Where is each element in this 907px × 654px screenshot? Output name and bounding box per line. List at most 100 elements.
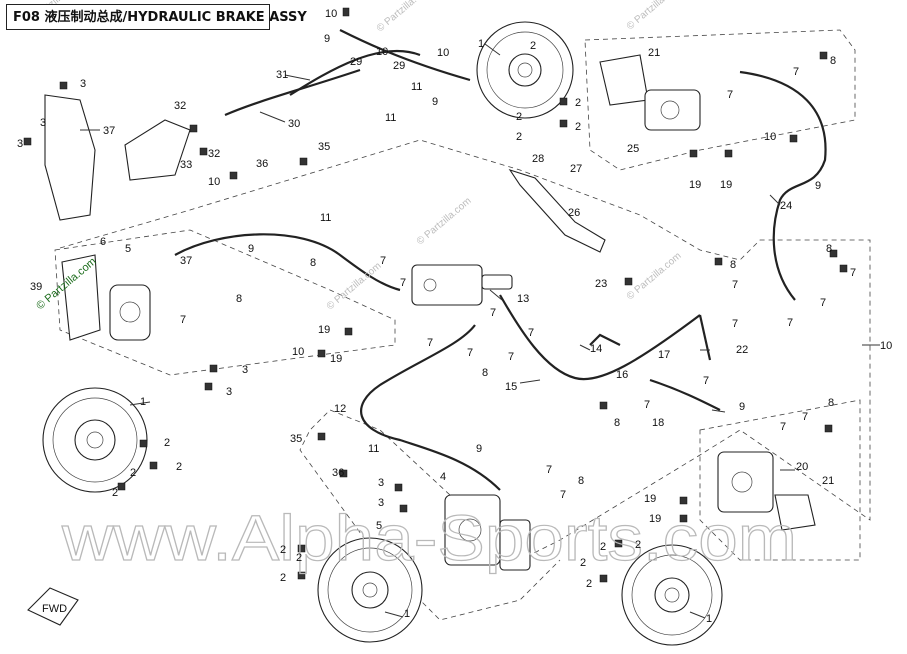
- front-assembly-boundary: [59, 139, 871, 621]
- callout-1: 1: [140, 396, 146, 408]
- callout-7: 7: [644, 399, 650, 411]
- callout-24: 24: [780, 200, 792, 212]
- callout-18: 18: [652, 417, 664, 429]
- callout-3: 3: [242, 364, 248, 376]
- callout-19: 19: [330, 353, 342, 365]
- callout-7: 7: [546, 464, 552, 476]
- partzilla-watermark-3: © Partzilla.com: [625, 0, 684, 32]
- callout-10: 10: [376, 46, 388, 58]
- brake-disc-bottom-left: [317, 537, 423, 643]
- callout-7: 7: [732, 318, 738, 330]
- callout-7: 7: [490, 307, 496, 319]
- callout-8: 8: [830, 55, 836, 67]
- callout-2: 2: [516, 111, 522, 123]
- partzilla-watermark-5: © Partzilla.com: [325, 261, 384, 313]
- callout-2: 2: [296, 552, 302, 564]
- master-cylinder: [411, 264, 513, 306]
- callout-2: 2: [530, 40, 536, 52]
- callout-10: 10: [208, 176, 220, 188]
- callout-7: 7: [467, 347, 473, 359]
- callout-19: 19: [689, 179, 701, 191]
- callout-8: 8: [828, 397, 834, 409]
- callout-5: 5: [125, 243, 131, 255]
- callout-32: 32: [174, 100, 186, 112]
- callout-26: 26: [568, 207, 580, 219]
- callout-7: 7: [820, 297, 826, 309]
- callout-30: 30: [288, 118, 300, 130]
- callout-1: 1: [478, 38, 484, 50]
- callout-7: 7: [850, 267, 856, 279]
- callout-7: 7: [560, 489, 566, 501]
- diagram-title: F08 液压制动总成/HYDRAULIC BRAKE ASSY: [6, 4, 307, 30]
- callout-2: 2: [130, 467, 136, 479]
- callout-20: 20: [796, 461, 808, 473]
- callout-7: 7: [528, 327, 534, 339]
- callout-10: 10: [325, 8, 337, 20]
- callout-17: 17: [658, 349, 670, 361]
- partzilla-watermark-2: © Partzilla.com: [375, 0, 434, 34]
- brake-disc-top: [476, 21, 574, 119]
- fwd-label: FWD: [42, 603, 67, 615]
- callout-31: 31: [276, 69, 288, 81]
- callout-3: 3: [17, 138, 23, 150]
- callout-11: 11: [368, 443, 379, 455]
- callout-7: 7: [703, 375, 709, 387]
- callout-2: 2: [280, 572, 286, 584]
- callout-10: 10: [764, 131, 776, 143]
- callout-19: 19: [318, 324, 330, 336]
- callout-2: 2: [575, 121, 581, 133]
- callout-2: 2: [586, 578, 592, 590]
- callout-8: 8: [482, 367, 488, 379]
- callout-7: 7: [508, 351, 514, 363]
- callout-22: 22: [736, 344, 748, 356]
- callout-3: 3: [378, 497, 384, 509]
- callout-10: 10: [437, 47, 449, 59]
- callout-1: 1: [404, 608, 410, 620]
- callout-labels: 10 9 10 29 10 29 31 11 9 11 30 1 3 3 3 3…: [17, 8, 892, 625]
- caliper-left: [61, 254, 151, 341]
- callout-7: 7: [180, 314, 186, 326]
- callout-21: 21: [648, 47, 660, 59]
- callout-3: 3: [378, 477, 384, 489]
- callout-9: 9: [432, 96, 438, 108]
- callout-36: 36: [256, 158, 268, 170]
- callout-8: 8: [826, 243, 832, 255]
- callout-29: 29: [393, 60, 405, 72]
- callout-36: 36: [332, 467, 344, 479]
- leader-lines: [80, 43, 880, 619]
- callout-10: 10: [292, 346, 304, 358]
- callout-7: 7: [802, 411, 808, 423]
- callout-9: 9: [815, 180, 821, 192]
- callout-14: 14: [590, 343, 602, 355]
- callout-9: 9: [248, 243, 254, 255]
- callout-13: 13: [517, 293, 529, 305]
- callout-34: 37: [103, 125, 115, 137]
- callout-1: 1: [706, 613, 712, 625]
- brake-disc-left: [42, 387, 148, 493]
- callout-32: 32: [208, 148, 220, 160]
- callout-8: 8: [730, 259, 736, 271]
- partzilla-watermark-4: © Partzilla.com: [625, 251, 684, 303]
- caliper-rear: [599, 54, 701, 131]
- fasteners: [23, 7, 848, 583]
- callout-2: 2: [575, 97, 581, 109]
- callout-4: 4: [440, 471, 446, 483]
- callout-37: 37: [180, 255, 192, 267]
- callout-23: 23: [595, 278, 607, 290]
- callout-9: 9: [476, 443, 482, 455]
- callout-9: 9: [324, 33, 330, 45]
- callout-7: 7: [793, 66, 799, 78]
- right-lower-boundary: [699, 399, 861, 561]
- brake-disc-bottom-right: [621, 544, 723, 646]
- callout-7: 7: [780, 421, 786, 433]
- callout-11: 11: [411, 81, 422, 93]
- fwd-arrow: FWD: [27, 587, 79, 626]
- callout-28: 28: [532, 153, 544, 165]
- callout-25: 25: [627, 143, 639, 155]
- callout-7: 7: [727, 89, 733, 101]
- callout-8: 8: [578, 475, 584, 487]
- callout-3: 3: [40, 117, 46, 129]
- callout-27: 27: [570, 163, 582, 175]
